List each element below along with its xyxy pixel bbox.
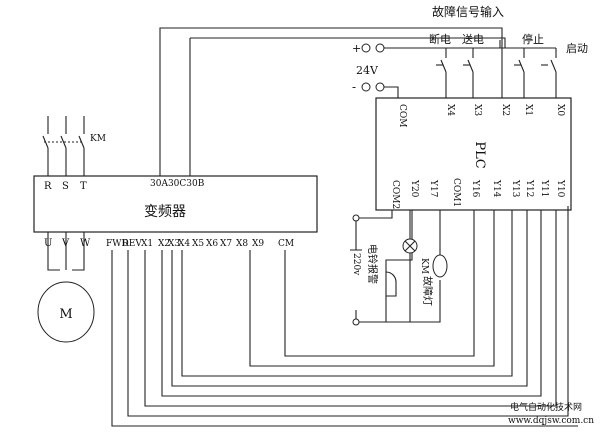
plc-input-com: COM — [397, 104, 407, 127]
plc-input-x1: X1 — [523, 104, 533, 116]
ctrl-term-rev: REV — [122, 239, 142, 249]
plc-input-x4: X4 — [445, 104, 455, 116]
supply-voltage-label: 24V — [356, 64, 379, 77]
watermark-line1: 电气自动化技术网 — [510, 401, 582, 413]
switch-label-tingzhi: 停止 — [522, 32, 544, 46]
inverter-ctrl-terms: FWD REV X1 X2 X3 X4 X5 X6 X7 X8 X9 CM — [106, 239, 294, 249]
inverter-fault-terms: 30A30C30B — [150, 179, 205, 189]
load-terminal-top — [352, 214, 360, 222]
switch-x3 — [463, 48, 474, 98]
plc-output-com1: COM1 — [451, 178, 461, 207]
ctrl-term-x4: X4 — [178, 239, 190, 249]
plc-output-y11: Y11 — [539, 179, 549, 197]
switch-x0 — [541, 48, 557, 98]
control-wiring — [111, 206, 578, 427]
plc-input-x2: X2 — [500, 104, 510, 116]
supply-minus-terminal — [361, 82, 371, 92]
ctrl-term-fwd: FWD — [106, 239, 129, 249]
inverter-term-t: T — [80, 181, 87, 192]
plc-output-y17: Y17 — [428, 179, 438, 198]
plc-output-y14: Y14 — [491, 179, 501, 198]
supply-plus-label: + — [352, 42, 361, 55]
supply-plus-terminal-2 — [375, 43, 385, 53]
switch-x1 — [514, 48, 525, 98]
ctrl-term-x9: X9 — [252, 239, 264, 249]
load-section — [350, 210, 448, 326]
ctrl-term-cm: CM — [278, 239, 294, 249]
load-terminal-bottom — [352, 318, 360, 326]
switch-x4 — [436, 48, 447, 98]
ctrl-term-x7: X7 — [220, 239, 232, 249]
supply-minus-terminal-2 — [375, 82, 385, 92]
plc-input-x3: X3 — [472, 104, 482, 116]
km-label: KM — [90, 134, 106, 144]
supply-plus-terminal — [361, 43, 371, 53]
ctrl-term-x5: X5 — [192, 239, 204, 249]
plc-box — [375, 97, 572, 211]
plc-title: PLC — [472, 141, 487, 168]
inverter-box — [33, 175, 318, 233]
fault-signal-input-label: 故障信号输入 — [432, 4, 504, 19]
km-coil-icon — [432, 254, 448, 278]
alarm-label: 电铃报警 — [366, 244, 379, 284]
supply-minus-label: - — [352, 80, 356, 94]
plc-output-y10: Y10 — [555, 179, 565, 198]
switch-label-duandian: 断电 — [429, 32, 451, 46]
km-contactor — [42, 116, 85, 176]
ctrl-term-x1: X1 — [141, 239, 153, 249]
bell-icon — [385, 271, 397, 297]
ctrl-term-x8: X8 — [236, 239, 248, 249]
plc-output-y12: Y12 — [524, 179, 534, 197]
inverter-term-w: W — [80, 238, 91, 249]
ctrl-term-x6: X6 — [206, 239, 218, 249]
inverter-term-s: S — [62, 181, 69, 192]
plc-input-x0: X0 — [555, 104, 565, 116]
load-km-label: KM — [419, 258, 429, 274]
alarm-voltage-label: 220v — [351, 253, 361, 276]
inverter-title: 变频器 — [144, 204, 186, 220]
switch-label-songdian: 送电 — [462, 32, 484, 46]
ctrl-term-x2: X2 — [158, 239, 170, 249]
watermark-line2: www.dqjsw.com.cn — [508, 416, 594, 426]
inverter-term-r: R — [44, 181, 52, 192]
fault-lamp-label: 故障灯 — [421, 276, 434, 306]
plc-output-com2: COM2 — [390, 180, 400, 209]
switch-label-qidong: 启动 — [566, 42, 588, 55]
plc-output-y13: Y13 — [510, 179, 520, 198]
motor-label: M — [59, 307, 72, 322]
motor — [37, 281, 95, 343]
ctrl-term-x3: X3 — [168, 239, 180, 249]
plc-output-y20: Y20 — [409, 179, 419, 198]
plc-output-y16: Y16 — [470, 179, 480, 198]
